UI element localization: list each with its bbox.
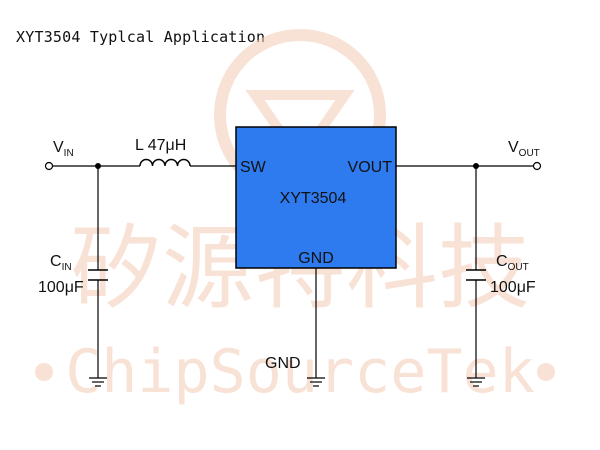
cin-label-sub: IN	[62, 262, 72, 273]
ground-icon	[467, 377, 485, 387]
chip-pin-vout: VOUT	[348, 159, 393, 176]
ground-label: GND	[265, 355, 301, 372]
cin-value: 100μF	[38, 279, 84, 296]
cout-label-main: C	[496, 253, 508, 270]
junction-dot-input	[95, 163, 101, 169]
vout-label-main: V	[508, 139, 519, 156]
chip-pin-sw: SW	[240, 159, 267, 176]
watermark-english: ChipSourceTek	[65, 337, 535, 407]
inductor-icon	[139, 158, 191, 167]
capacitor-icon	[88, 269, 108, 281]
vin-label: VIN	[53, 139, 74, 159]
watermark-dot-right	[537, 363, 555, 381]
cout-label: COUT	[496, 253, 529, 273]
ground-icon	[307, 377, 325, 387]
junction-dot-output	[473, 163, 479, 169]
cin-label: CIN	[50, 253, 72, 273]
vout-label: VOUT	[508, 139, 540, 159]
diagram-caption: XYT3504 Typlcal Application	[16, 28, 266, 46]
cin-label-main: C	[50, 253, 62, 270]
inductor-label: L 47μH	[135, 137, 186, 154]
capacitor-icon	[466, 269, 486, 281]
chip-body	[235, 126, 397, 269]
vin-label-main: V	[53, 139, 64, 156]
cout-value: 100μF	[490, 279, 536, 296]
cout-label-sub: OUT	[508, 262, 529, 273]
vout-label-sub: OUT	[519, 148, 540, 159]
input-terminal-icon	[44, 161, 54, 171]
output-terminal-icon	[532, 161, 542, 171]
chip-name: XYT3504	[280, 190, 347, 207]
vin-label-sub: IN	[64, 148, 74, 159]
ground-icon	[89, 377, 107, 387]
chip-pin-gnd: GND	[298, 250, 334, 267]
watermark-dot-left	[35, 363, 53, 381]
